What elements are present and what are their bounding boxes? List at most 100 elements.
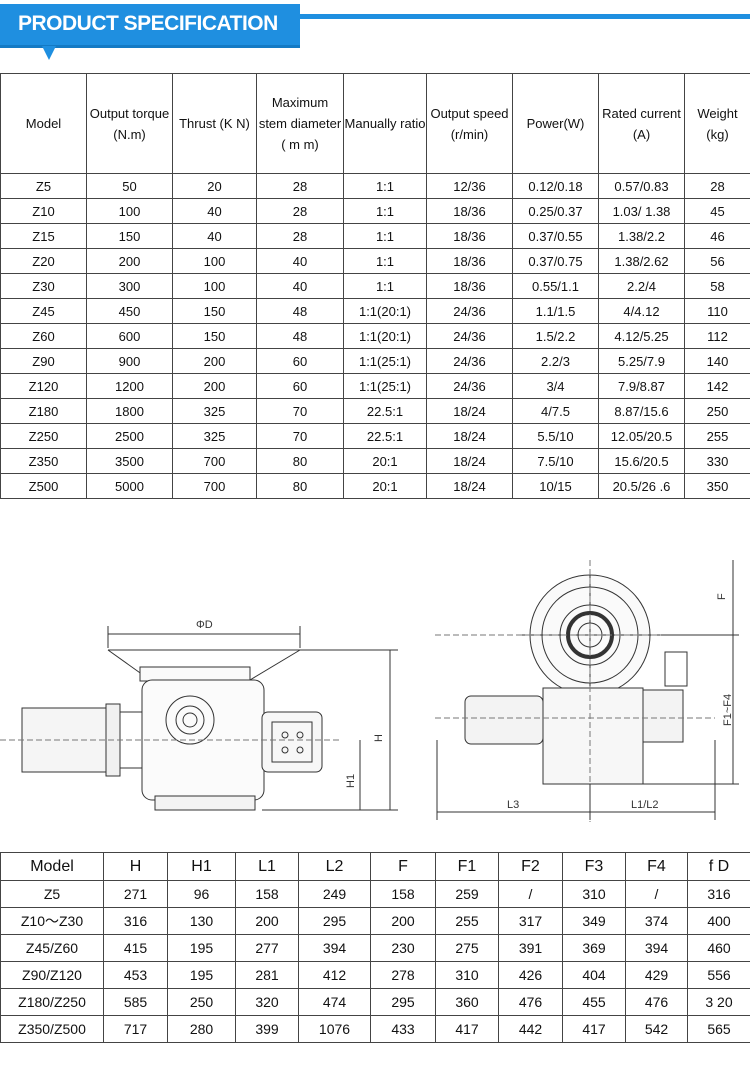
table-cell: 150: [172, 298, 257, 324]
column-header: Power(W): [512, 73, 599, 174]
table-cell: 259: [435, 880, 499, 908]
table-cell: 15.6/20.5: [598, 448, 685, 474]
actuator-side-view-drawing: F F1~F4 L3 L1/L2: [435, 560, 739, 822]
table-cell: 442: [498, 1015, 563, 1043]
table-cell: Z10: [0, 198, 87, 224]
table-cell: 80: [256, 448, 344, 474]
table-cell: Z30: [0, 273, 87, 299]
table-cell: 200: [370, 907, 436, 935]
actuator-front-view-drawing: ΦD H H1: [0, 619, 398, 811]
table-cell: 474: [298, 988, 371, 1016]
table-cell: 48: [256, 298, 344, 324]
table-cell: 360: [435, 988, 499, 1016]
table-cell: 281: [235, 961, 299, 989]
table-cell: Z10～Z30: [0, 907, 104, 935]
table-cell: 100: [172, 273, 257, 299]
table-cell: 450: [86, 298, 173, 324]
table-cell: 1200: [86, 373, 173, 399]
table-cell: 28: [256, 173, 344, 199]
table-cell: 250: [167, 988, 236, 1016]
column-header: F1: [435, 852, 499, 881]
table-cell: 460: [687, 934, 750, 962]
table-cell: Z350/Z500: [0, 1015, 104, 1043]
table-cell: 600: [86, 323, 173, 349]
table-cell: 1:1: [343, 223, 427, 249]
table-cell: 476: [625, 988, 688, 1016]
table-cell: Z45/Z60: [0, 934, 104, 962]
table-cell: 20.5/26 .6: [598, 473, 685, 499]
table-cell: 280: [167, 1015, 236, 1043]
column-header: H1: [167, 852, 236, 881]
table-cell: 1:1: [343, 198, 427, 224]
table-cell: 195: [167, 934, 236, 962]
table-cell: 350: [684, 473, 750, 499]
table-cell: 2.2/4: [598, 273, 685, 299]
column-header: L1: [235, 852, 299, 881]
table-cell: 2500: [86, 423, 173, 449]
table-cell: 46: [684, 223, 750, 249]
table-cell: 110: [684, 298, 750, 324]
table-cell: 325: [172, 398, 257, 424]
table-cell: 1800: [86, 398, 173, 424]
table-cell: Z60: [0, 323, 87, 349]
table-cell: 22.5:1: [343, 398, 427, 424]
table-cell: 28: [256, 223, 344, 249]
table-cell: 320: [235, 988, 299, 1016]
front-height-label: H: [373, 734, 385, 742]
table-cell: 3500: [86, 448, 173, 474]
table-cell: 100: [86, 198, 173, 224]
table-cell: 40: [256, 273, 344, 299]
table-cell: 1:1(25:1): [343, 373, 427, 399]
table-cell: 60: [256, 373, 344, 399]
table-cell: 1.03/ 1.38: [598, 198, 685, 224]
table-cell: 369: [562, 934, 626, 962]
table-cell: 18/36: [426, 248, 513, 274]
table-cell: 391: [498, 934, 563, 962]
table-cell: Z180: [0, 398, 87, 424]
banner-pointer: [42, 46, 56, 60]
table-cell: 1:1: [343, 173, 427, 199]
table-cell: 18/24: [426, 473, 513, 499]
table-cell: 40: [256, 248, 344, 274]
column-header: Model: [0, 852, 104, 881]
table-cell: 455: [562, 988, 626, 1016]
column-header: Manually ratio: [343, 73, 427, 174]
table-cell: 310: [562, 880, 626, 908]
table-cell: 404: [562, 961, 626, 989]
table-cell: 0.55/1.1: [512, 273, 599, 299]
table-cell: 250: [684, 398, 750, 424]
table-cell: 24/36: [426, 373, 513, 399]
table-cell: 18/24: [426, 423, 513, 449]
table-cell: 349: [562, 907, 626, 935]
table-cell: 230: [370, 934, 436, 962]
table-cell: 1:1: [343, 248, 427, 274]
table-cell: 717: [103, 1015, 168, 1043]
table-cell: 330: [684, 448, 750, 474]
table-cell: 60: [256, 348, 344, 374]
column-header: Output speed (r/min): [426, 73, 513, 174]
table-cell: 158: [370, 880, 436, 908]
table-cell: 56: [684, 248, 750, 274]
table-cell: 20:1: [343, 473, 427, 499]
table-cell: 3 20: [687, 988, 750, 1016]
table-cell: 295: [370, 988, 436, 1016]
table-cell: Z90: [0, 348, 87, 374]
table-cell: 18/36: [426, 198, 513, 224]
table-cell: 130: [167, 907, 236, 935]
table-cell: 585: [103, 988, 168, 1016]
table-cell: 70: [256, 423, 344, 449]
table-cell: 80: [256, 473, 344, 499]
side-l3-label: L3: [507, 799, 519, 811]
table-cell: 1:1(20:1): [343, 298, 427, 324]
table-cell: 412: [298, 961, 371, 989]
